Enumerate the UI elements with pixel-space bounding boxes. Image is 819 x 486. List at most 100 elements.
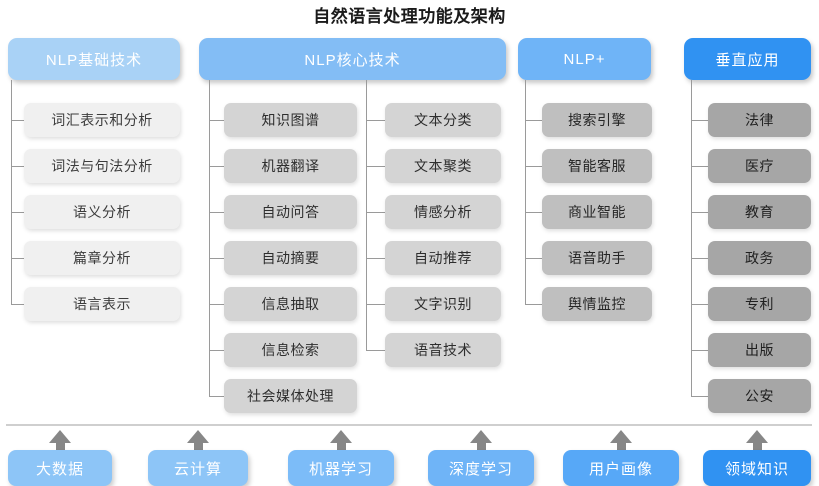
leaf-node[interactable]: 舆情监控 (542, 287, 652, 321)
connector-stub (691, 120, 708, 121)
leaf-node[interactable]: 政务 (708, 241, 811, 275)
leaf-node-label: 政务 (745, 250, 774, 266)
leaf-node[interactable]: 智能客服 (542, 149, 652, 183)
connector-stub (209, 350, 224, 351)
leaf-node[interactable]: 搜索引擎 (542, 103, 652, 137)
leaf-node-label: 语言表示 (73, 296, 131, 312)
connector-trunk (525, 80, 526, 304)
leaf-node-label: 公安 (745, 388, 774, 404)
connector-stub (691, 304, 708, 305)
leaf-node[interactable]: 语言表示 (24, 287, 180, 321)
foundation-node-label: 云计算 (173, 460, 222, 478)
connector-stub (209, 258, 224, 259)
leaf-node[interactable]: 语义分析 (24, 195, 180, 229)
foundation-node-label: 大数据 (35, 460, 84, 478)
leaf-node-label: 词法与句法分析 (51, 158, 153, 174)
connector-trunk (366, 80, 367, 350)
leaf-node[interactable]: 文字识别 (385, 287, 501, 321)
leaf-node[interactable]: 出版 (708, 333, 811, 367)
leaf-node[interactable]: 文本分类 (385, 103, 501, 137)
foundation-node[interactable]: 深度学习 (428, 450, 534, 486)
leaf-node[interactable]: 机器翻译 (224, 149, 357, 183)
up-arrow-icon (610, 430, 632, 443)
leaf-node-label: 篇章分析 (73, 250, 131, 266)
leaf-node[interactable]: 词法与句法分析 (24, 149, 180, 183)
up-arrow-icon (746, 430, 768, 443)
leaf-node[interactable]: 商业智能 (542, 195, 652, 229)
leaf-node-label: 自动摘要 (261, 250, 320, 266)
leaf-node[interactable]: 医疗 (708, 149, 811, 183)
connector-stub (691, 350, 708, 351)
leaf-node[interactable]: 情感分析 (385, 195, 501, 229)
up-arrow-icon (49, 430, 71, 443)
leaf-node[interactable]: 信息检索 (224, 333, 357, 367)
foundation-node[interactable]: 领域知识 (703, 450, 811, 486)
leaf-node[interactable]: 公安 (708, 379, 811, 413)
up-arrow-stem-icon (476, 442, 486, 451)
column-header-nlp-basic[interactable]: NLP基础技术 (8, 38, 180, 80)
foundation-node[interactable]: 机器学习 (288, 450, 394, 486)
leaf-node-label: 法律 (745, 112, 774, 128)
connector-stub (209, 166, 224, 167)
leaf-node[interactable]: 信息抽取 (224, 287, 357, 321)
leaf-node-label: 教育 (745, 204, 774, 220)
leaf-node-label: 舆情监控 (568, 296, 626, 312)
leaf-node[interactable]: 篇章分析 (24, 241, 180, 275)
connector-stub (366, 212, 385, 213)
connector-stub (525, 212, 542, 213)
leaf-node-label: 社会媒体处理 (247, 388, 334, 404)
connector-stub (691, 166, 708, 167)
connector-stub (691, 396, 708, 397)
foundation-node-label: 机器学习 (308, 460, 373, 478)
leaf-node-label: 情感分析 (414, 204, 472, 220)
leaf-node[interactable]: 自动推荐 (385, 241, 501, 275)
leaf-node[interactable]: 社会媒体处理 (224, 379, 357, 413)
connector-stub (209, 212, 224, 213)
up-arrow-icon (330, 430, 352, 443)
leaf-node-label: 文本分类 (414, 112, 472, 128)
leaf-node-label: 文本聚类 (414, 158, 472, 174)
leaf-node-label: 信息检索 (261, 342, 320, 358)
leaf-node[interactable]: 自动摘要 (224, 241, 357, 275)
leaf-node-label: 文字识别 (414, 296, 472, 312)
connector-stub (691, 258, 708, 259)
leaf-node[interactable]: 语音技术 (385, 333, 501, 367)
leaf-node-label: 自动推荐 (414, 250, 472, 266)
up-arrow-stem-icon (336, 442, 346, 451)
foundation-node[interactable]: 云计算 (148, 450, 248, 486)
connector-stub (11, 120, 24, 121)
connector-stub (11, 258, 24, 259)
connector-stub (366, 304, 385, 305)
connector-stub (525, 120, 542, 121)
column-header-label: 垂直应用 (715, 51, 780, 69)
up-arrow-icon (470, 430, 492, 443)
connector-stub (209, 304, 224, 305)
leaf-node[interactable]: 词汇表示和分析 (24, 103, 180, 137)
up-arrow-stem-icon (616, 442, 626, 451)
leaf-node-label: 语音助手 (568, 250, 626, 266)
connector-trunk (11, 80, 12, 304)
leaf-node-label: 知识图谱 (261, 112, 320, 128)
column-header-label: NLP核心技术 (304, 51, 401, 69)
connector-stub (366, 350, 385, 351)
page-title: 自然语言处理功能及架构 (313, 7, 506, 26)
leaf-node[interactable]: 知识图谱 (224, 103, 357, 137)
foundation-node[interactable]: 大数据 (8, 450, 112, 486)
leaf-node[interactable]: 教育 (708, 195, 811, 229)
leaf-node-label: 语音技术 (414, 342, 472, 358)
connector-stub (209, 120, 224, 121)
column-header-vertical-apps[interactable]: 垂直应用 (684, 38, 811, 80)
leaf-node[interactable]: 专利 (708, 287, 811, 321)
leaf-node[interactable]: 文本聚类 (385, 149, 501, 183)
up-arrow-stem-icon (752, 442, 762, 451)
leaf-node[interactable]: 法律 (708, 103, 811, 137)
leaf-node-label: 语义分析 (73, 204, 131, 220)
leaf-node[interactable]: 语音助手 (542, 241, 652, 275)
foundation-node[interactable]: 用户画像 (563, 450, 679, 486)
leaf-node[interactable]: 自动问答 (224, 195, 357, 229)
column-header-nlp-plus[interactable]: NLP+ (518, 38, 651, 80)
foundation-divider (6, 424, 812, 426)
column-header-nlp-core[interactable]: NLP核心技术 (199, 38, 506, 80)
up-arrow-stem-icon (55, 442, 65, 451)
